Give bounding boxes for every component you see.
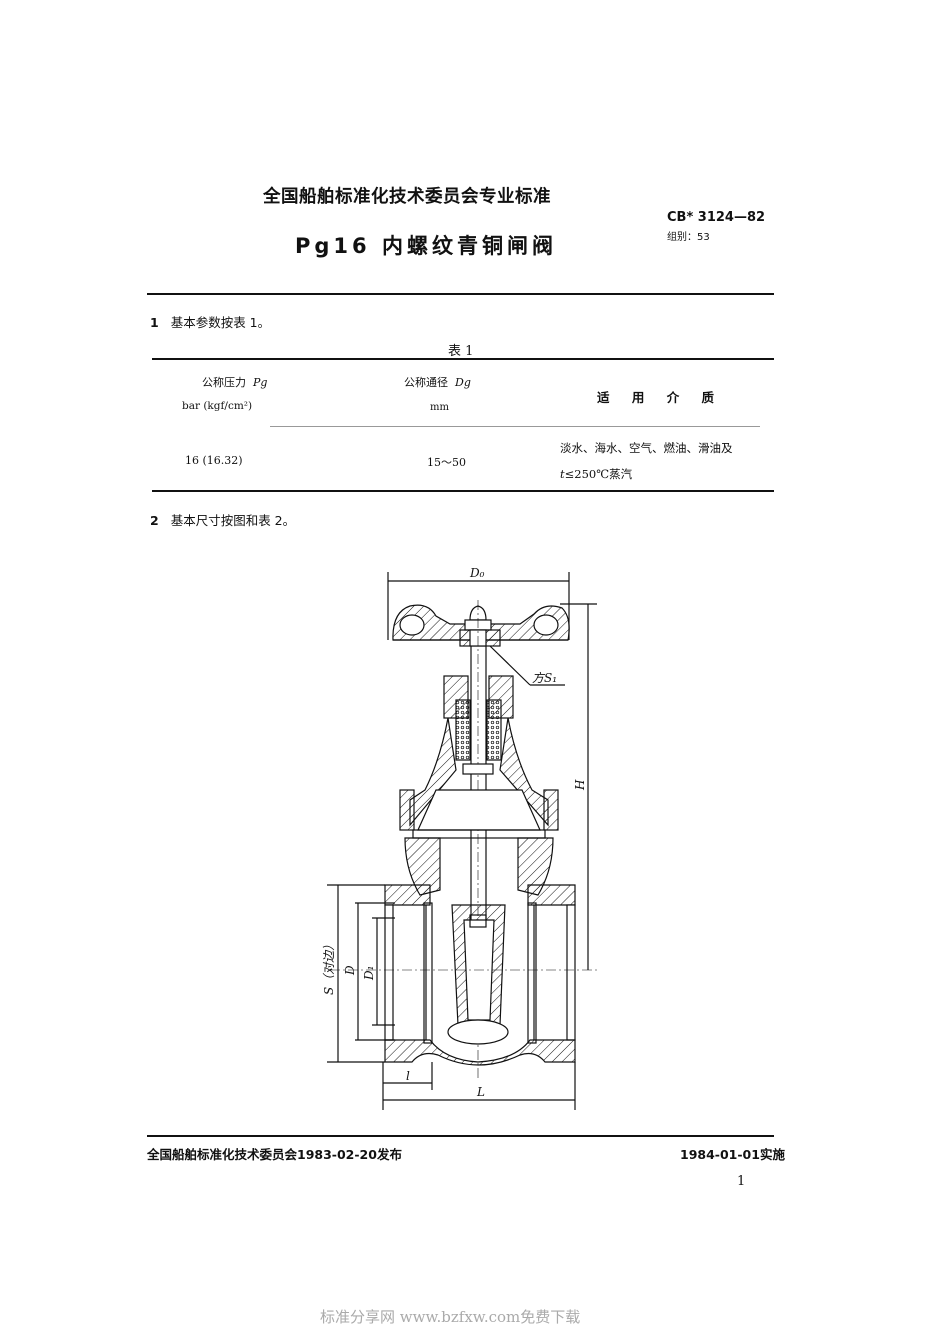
organization-title: 全国船舶标准化技术委员会专业标准: [263, 187, 551, 207]
table-top-rule: [152, 358, 774, 360]
section-2: 2 基本尺寸按图和表 2。: [150, 510, 295, 529]
document-title: Pg16 内螺纹青铜闸阀: [295, 234, 557, 258]
table-bottom-rule: [152, 490, 774, 492]
watermark: 标准分享网 www.bzfxw.com免费下载: [320, 1308, 581, 1326]
footer-rule: [147, 1135, 774, 1137]
cell-media-line2: t≤250℃蒸汽: [560, 467, 633, 481]
label-D: D: [343, 965, 357, 976]
group-label: 组别：53: [667, 232, 710, 243]
label-S: S（对边）: [322, 939, 336, 995]
section-2-text: 基本尺寸按图和表 2。: [170, 513, 296, 528]
col-unit-pressure: bar (kgf/cm²): [182, 400, 253, 412]
section-1: 1 基本参数按表 1。: [150, 312, 270, 331]
label-D0: D₀: [469, 566, 485, 580]
cell-media-line1: 淡水、海水、空气、燃油、滑油及: [560, 441, 733, 455]
cell-pressure: 16 (16.32): [185, 454, 243, 467]
section-2-number: 2: [150, 513, 159, 528]
table-mid-rule: [270, 426, 760, 427]
label-D1: D₁: [362, 966, 376, 981]
diameter-symbol: Dg: [455, 376, 471, 389]
label-H: H: [573, 779, 587, 791]
gate-valve-drawing: D₀ 方S₁ H S（对边） D D₁ l L: [322, 566, 600, 1110]
pressure-symbol: Pg: [253, 376, 268, 389]
section-1-number: 1: [150, 315, 159, 330]
page-number: 1: [737, 1174, 746, 1189]
label-S1: 方S₁: [532, 671, 557, 685]
col-unit-diameter: mm: [430, 402, 449, 413]
table-1-caption: 表 1: [448, 344, 474, 359]
effective-date: 1984-01-01实施: [680, 1147, 785, 1162]
label-l: l: [406, 1069, 410, 1083]
col-header-media: 适 用 介 质: [597, 390, 715, 405]
standard-code: CB* 3124—82: [667, 210, 766, 225]
issued-by: 全国船舶标准化技术委员会1983-02-20发布: [147, 1147, 402, 1162]
section-1-text: 基本参数按表 1。: [170, 315, 271, 330]
col-header-pressure: 公称压力 Pg: [202, 376, 268, 389]
header-rule: [147, 293, 774, 295]
label-L: L: [476, 1085, 485, 1099]
cell-diameter: 15～50: [427, 456, 466, 469]
col-header-diameter: 公称通径 Dg: [404, 376, 471, 389]
